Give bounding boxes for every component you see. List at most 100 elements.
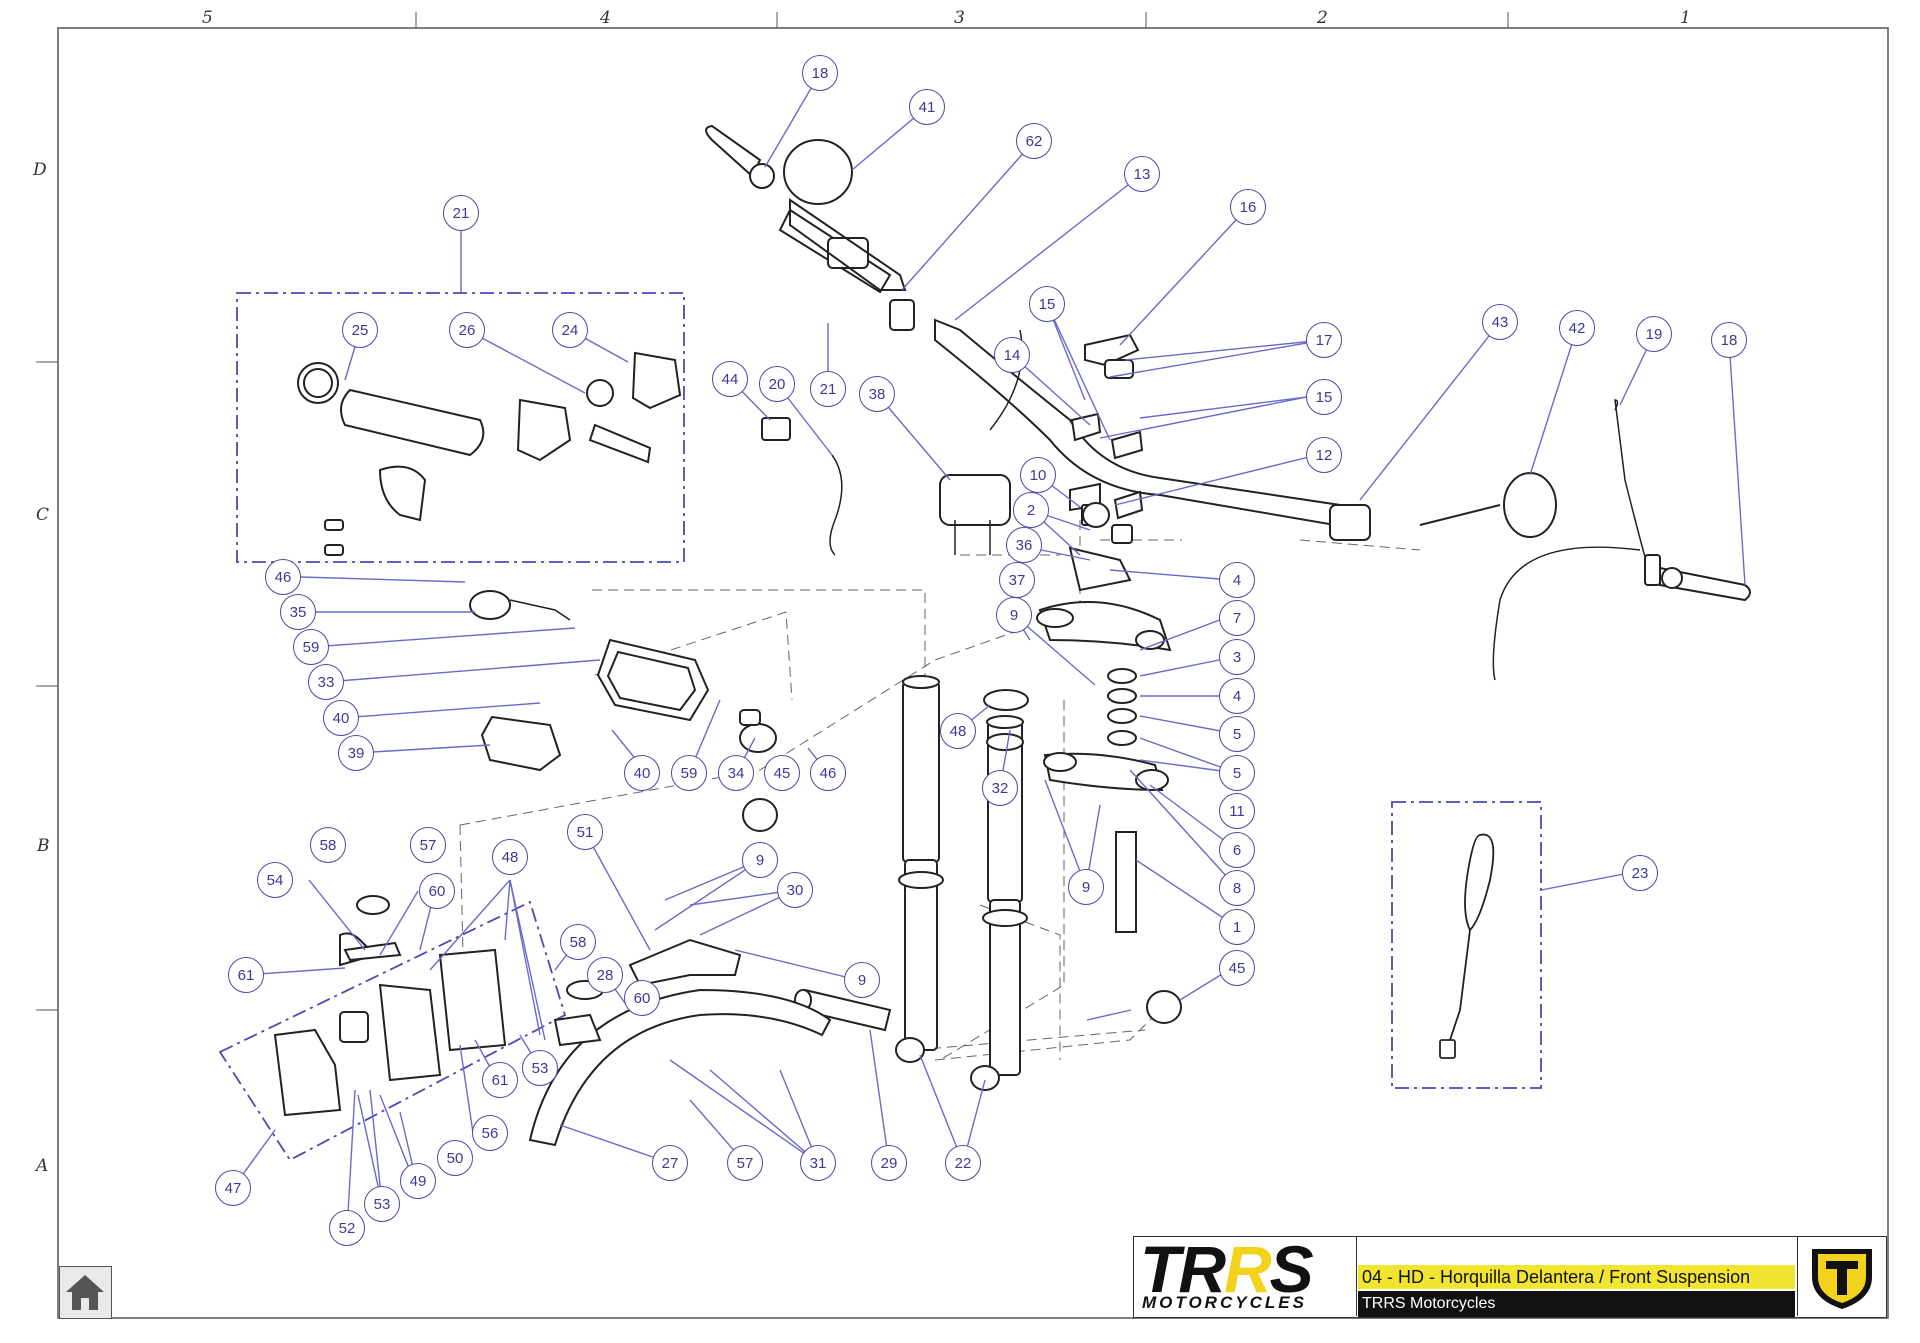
callout-8[interactable]: 8 xyxy=(1219,870,1255,906)
callout-40b[interactable]: 40 xyxy=(624,755,660,791)
callout-45[interactable]: 45 xyxy=(764,755,800,791)
callout-57b[interactable]: 57 xyxy=(727,1145,763,1181)
callout-9[interactable]: 9 xyxy=(996,597,1032,633)
callout-23[interactable]: 23 xyxy=(1622,855,1658,891)
callout-2[interactable]: 2 xyxy=(1013,492,1049,528)
callout-4[interactable]: 4 xyxy=(1219,562,1255,598)
callout-44[interactable]: 44 xyxy=(712,361,748,397)
home-button[interactable] xyxy=(59,1266,112,1319)
trrs-shield-icon xyxy=(1812,1249,1872,1309)
left-grip xyxy=(705,124,762,178)
callout-51[interactable]: 51 xyxy=(567,814,603,850)
callout-24[interactable]: 24 xyxy=(552,312,588,348)
throttle-tube xyxy=(340,388,485,457)
handlebar xyxy=(934,318,1342,527)
grid-col-2: 2 xyxy=(1317,8,1328,28)
callout-15b[interactable]: 15 xyxy=(1306,379,1342,415)
callout-48[interactable]: 48 xyxy=(940,713,976,749)
callout-46[interactable]: 46 xyxy=(265,559,301,595)
callout-9c[interactable]: 9 xyxy=(1068,869,1104,905)
callout-46b[interactable]: 46 xyxy=(810,755,846,791)
inset-throttle-parts xyxy=(297,351,682,556)
callout-27[interactable]: 27 xyxy=(652,1145,688,1181)
callout-13[interactable]: 13 xyxy=(1124,156,1160,192)
sheet-frame xyxy=(57,27,1889,1319)
headlight-assembly xyxy=(469,590,777,772)
callout-43[interactable]: 43 xyxy=(1482,304,1518,340)
callout-59[interactable]: 59 xyxy=(293,629,329,665)
callout-5[interactable]: 5 xyxy=(1219,716,1255,752)
callout-18[interactable]: 18 xyxy=(802,55,838,91)
spindle-cap xyxy=(1146,990,1182,1024)
callout-54[interactable]: 54 xyxy=(257,862,293,898)
callout-60[interactable]: 60 xyxy=(419,873,455,909)
callout-9b[interactable]: 9 xyxy=(742,842,778,878)
callout-58b[interactable]: 58 xyxy=(560,924,596,960)
callout-36[interactable]: 36 xyxy=(1006,527,1042,563)
callout-40[interactable]: 40 xyxy=(323,700,359,736)
callout-45b[interactable]: 45 xyxy=(1219,950,1255,986)
callout-58[interactable]: 58 xyxy=(310,827,346,863)
callout-26[interactable]: 26 xyxy=(449,312,485,348)
callout-18b[interactable]: 18 xyxy=(1711,322,1747,358)
callout-30[interactable]: 30 xyxy=(777,872,813,908)
callout-35[interactable]: 35 xyxy=(280,594,316,630)
callout-29[interactable]: 29 xyxy=(871,1145,907,1181)
callout-15[interactable]: 15 xyxy=(1029,286,1065,322)
callout-21b[interactable]: 21 xyxy=(810,371,846,407)
grid-col-4: 4 xyxy=(600,8,611,28)
front-fender xyxy=(528,988,832,1147)
callout-34[interactable]: 34 xyxy=(718,755,754,791)
callout-61[interactable]: 61 xyxy=(228,957,264,993)
callout-4b[interactable]: 4 xyxy=(1219,678,1255,714)
callout-61b[interactable]: 61 xyxy=(482,1062,518,1098)
callout-41[interactable]: 41 xyxy=(909,89,945,125)
callout-7[interactable]: 7 xyxy=(1219,600,1255,636)
callout-52[interactable]: 52 xyxy=(329,1210,365,1246)
fender-assembly xyxy=(378,938,832,1147)
callout-6[interactable]: 6 xyxy=(1219,832,1255,868)
callout-28[interactable]: 28 xyxy=(587,957,623,993)
callout-48b[interactable]: 48 xyxy=(492,839,528,875)
callout-38[interactable]: 38 xyxy=(859,376,895,412)
relay xyxy=(761,417,791,441)
callout-10[interactable]: 10 xyxy=(1020,457,1056,493)
callout-53b[interactable]: 53 xyxy=(364,1186,400,1222)
callout-19[interactable]: 19 xyxy=(1636,316,1672,352)
callout-37[interactable]: 37 xyxy=(999,562,1035,598)
callout-20[interactable]: 20 xyxy=(759,366,795,402)
throttle-cable xyxy=(1492,546,1641,681)
callout-32[interactable]: 32 xyxy=(982,770,1018,806)
callout-1[interactable]: 1 xyxy=(1219,909,1255,945)
grid-col-5: 5 xyxy=(202,8,213,28)
trrs-logo: TRRS xyxy=(1140,1231,1314,1307)
shield-box xyxy=(1797,1237,1886,1316)
callout-57[interactable]: 57 xyxy=(410,827,446,863)
callout-9d[interactable]: 9 xyxy=(844,962,880,998)
callout-17[interactable]: 17 xyxy=(1306,322,1342,358)
callout-47[interactable]: 47 xyxy=(215,1170,251,1206)
callout-53[interactable]: 53 xyxy=(522,1050,558,1086)
callout-62[interactable]: 62 xyxy=(1016,123,1052,159)
callout-14[interactable]: 14 xyxy=(994,337,1030,373)
callout-21[interactable]: 21 xyxy=(443,195,479,231)
callout-50[interactable]: 50 xyxy=(437,1140,473,1176)
callout-5b[interactable]: 5 xyxy=(1219,755,1255,791)
number-plate xyxy=(438,948,507,1052)
callout-16[interactable]: 16 xyxy=(1230,189,1266,225)
callout-22[interactable]: 22 xyxy=(945,1145,981,1181)
callout-59b[interactable]: 59 xyxy=(671,755,707,791)
callout-11[interactable]: 11 xyxy=(1219,793,1255,829)
callout-39[interactable]: 39 xyxy=(338,735,374,771)
callout-49[interactable]: 49 xyxy=(400,1163,436,1199)
callout-31[interactable]: 31 xyxy=(800,1145,836,1181)
callout-12[interactable]: 12 xyxy=(1306,437,1342,473)
callout-3[interactable]: 3 xyxy=(1219,639,1255,675)
callout-42[interactable]: 42 xyxy=(1559,310,1595,346)
callout-60b[interactable]: 60 xyxy=(624,980,660,1016)
callout-56[interactable]: 56 xyxy=(472,1115,508,1151)
callout-33[interactable]: 33 xyxy=(308,664,344,700)
callout-25[interactable]: 25 xyxy=(342,312,378,348)
